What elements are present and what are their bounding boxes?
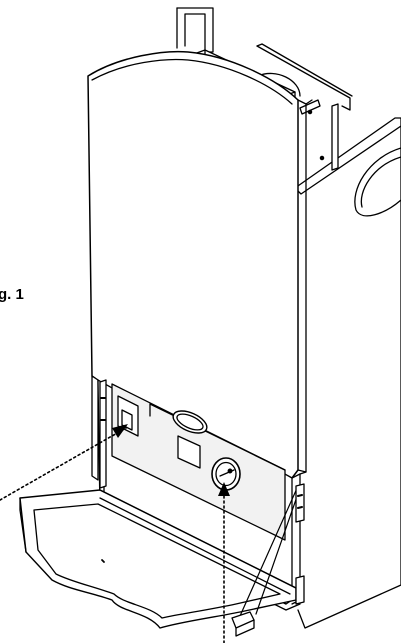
left-bracket [99, 379, 107, 489]
arrow-head-switch [112, 424, 128, 438]
figure-label: g. 1 [0, 286, 24, 303]
control-panel [111, 383, 286, 541]
brand-badge [172, 410, 208, 434]
pointer-arrows [0, 427, 225, 643]
flap-stays [231, 483, 305, 637]
drop-down-flap [19, 489, 297, 629]
arrow-heads [112, 424, 230, 496]
arrow-head-gauge [218, 482, 230, 496]
front-cover [87, 50, 313, 479]
pointer-line-switch [0, 427, 127, 501]
casing-side-panel [294, 117, 401, 629]
